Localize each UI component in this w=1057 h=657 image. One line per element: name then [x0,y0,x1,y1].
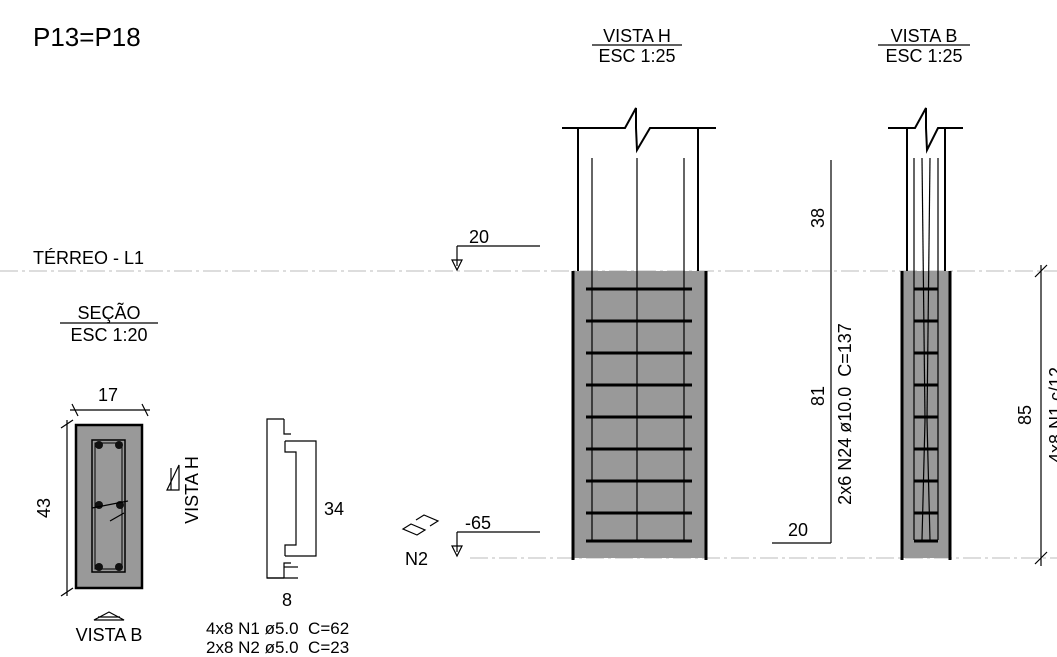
vista-h-scale: ESC 1:25 [598,46,675,66]
long-bar-hook: 20 [788,520,808,540]
section-title: SEÇÃO [77,302,140,323]
long-bar-top: 38 [808,208,828,228]
long-bar-detail: 38 81 20 2x6 N24 ø10.0 C=137 [772,160,855,544]
vista-h-stirrups [586,287,692,543]
vista-b-stirrups [914,287,938,543]
vista-h-title: VISTA H [603,26,671,46]
top-level-value: 20 [469,227,489,247]
section-scale: ESC 1:20 [70,325,147,345]
n2-tag: N2 [405,549,428,569]
stirrup-spacing-spec: 4x8 N1 c/12 [1046,367,1057,463]
vista-b-marker-label: VISTA B [76,625,143,645]
column-section [74,423,144,590]
long-bar-spec: 2x6 N24 ø10.0 C=137 [835,323,855,505]
bottom-level-marker: -65 [451,513,540,558]
height-dimension: 85 4x8 N1 c/12 [1015,264,1057,566]
section-width-dimension: 17 [70,385,150,417]
stirrup-depth-label: 34 [324,499,344,519]
vista-b-title: VISTA B [891,26,958,46]
section-height-dimension: 43 [34,419,74,597]
section-width-label: 17 [98,385,118,405]
stirrup-shape: 34 8 [266,418,344,610]
top-level-marker: 20 [451,227,540,272]
stirrup-width-label: 8 [282,590,292,610]
height-dimension-label: 85 [1015,405,1035,425]
vista-b-scale: ESC 1:25 [885,46,962,66]
level-label: TÉRREO - L1 [33,248,144,268]
bottom-level-value: -65 [465,513,491,533]
vista-h-elevation [562,107,716,560]
vista-h-marker: VISTA H [166,456,202,524]
vista-b-elevation [888,107,963,560]
spec-n1: 4x8 N1 ø5.0 C=62 [206,619,349,638]
n2-tie-symbol: N2 [401,514,440,569]
vista-h-marker-label: VISTA H [182,456,202,524]
drawing-title: P13=P18 [33,22,141,52]
vista-b-marker: VISTA B [76,611,143,645]
long-bar-mid: 81 [808,386,828,406]
spec-n2: 2x8 N2 ø5.0 C=23 [206,638,349,657]
section-height-label: 43 [34,498,54,518]
